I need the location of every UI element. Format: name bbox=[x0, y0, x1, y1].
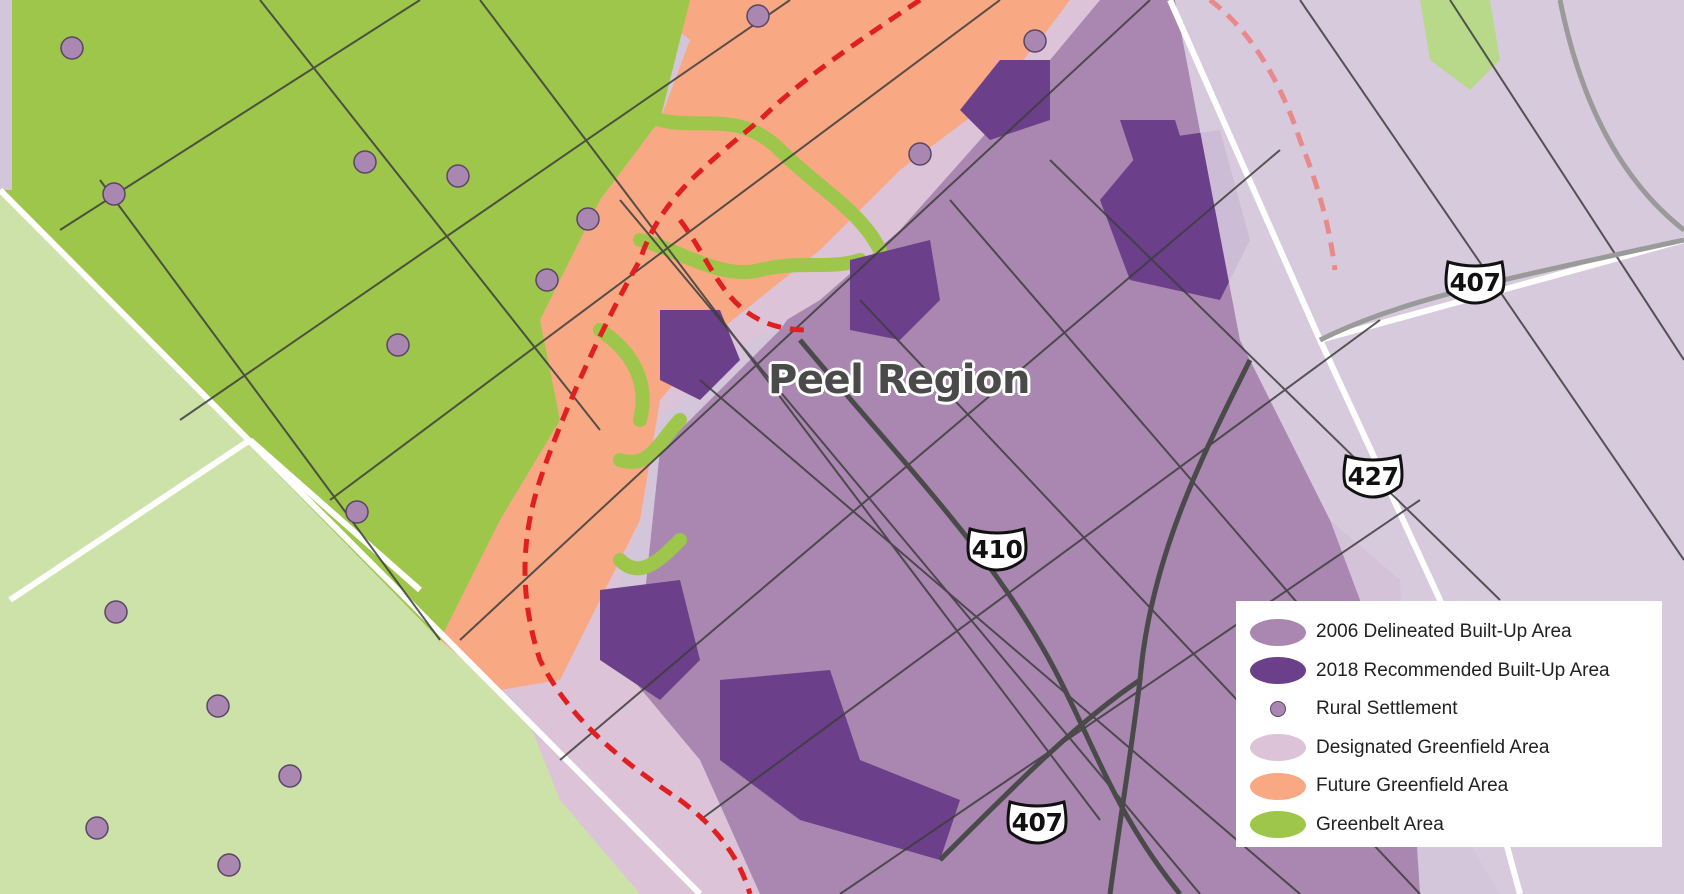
legend-swatch bbox=[1250, 772, 1306, 800]
legend-swatch bbox=[1250, 618, 1306, 646]
designated-greenfield-south bbox=[520, 640, 760, 894]
legend-label: Rural Settlement bbox=[1316, 698, 1458, 720]
highway-shield-427: 427 bbox=[1342, 452, 1404, 504]
greenbelt-area bbox=[0, 0, 690, 640]
future-greenfield-area bbox=[440, 0, 1070, 690]
highway-shield-410: 410 bbox=[966, 525, 1028, 577]
region-label: Peel Region bbox=[768, 357, 1030, 403]
legend-item-greenbelt: Greenbelt Area bbox=[1250, 806, 1648, 845]
road-grid bbox=[59, 0, 1684, 894]
greenbelt-patch-ne bbox=[1420, 0, 1500, 90]
settlement-boundary-dashed bbox=[522, 0, 922, 894]
greenbelt-river-branches bbox=[593, 113, 887, 576]
highway-shield-407-south: 407 bbox=[1006, 798, 1068, 850]
legend-label: 2018 Recommended Built-Up Area bbox=[1316, 659, 1610, 681]
legend-swatch bbox=[1250, 811, 1306, 839]
legend-label: Future Greenfield Area bbox=[1316, 775, 1509, 797]
legend-swatch bbox=[1250, 734, 1306, 762]
highway-shield-label: 410 bbox=[971, 535, 1023, 564]
highway-shield-407-north: 407 bbox=[1444, 258, 1506, 310]
legend-item-future-greenfield: Future Greenfield Area bbox=[1250, 767, 1648, 806]
map-legend: 2006 Delineated Built-Up Area 2018 Recom… bbox=[1236, 601, 1662, 847]
legend-item-built-up-2006: 2006 Delineated Built-Up Area bbox=[1250, 613, 1648, 652]
legend-item-rural-settlement: Rural Settlement bbox=[1250, 690, 1648, 729]
legend-swatch bbox=[1250, 657, 1306, 685]
legend-label: Greenbelt Area bbox=[1316, 813, 1444, 835]
highway-shield-label: 407 bbox=[1011, 808, 1063, 837]
legend-item-designated-greenfield: Designated Greenfield Area bbox=[1250, 729, 1648, 768]
legend-label: 2006 Delineated Built-Up Area bbox=[1316, 621, 1572, 643]
legend-swatch bbox=[1250, 695, 1306, 723]
settlement-boundary-branch bbox=[677, 218, 811, 333]
legend-item-built-up-2018: 2018 Recommended Built-Up Area bbox=[1250, 652, 1648, 691]
highway-shield-label: 407 bbox=[1449, 268, 1501, 297]
highways bbox=[798, 338, 1253, 894]
highway-shield-label: 427 bbox=[1347, 462, 1399, 491]
legend-label: Designated Greenfield Area bbox=[1316, 736, 1550, 758]
rural-settlements bbox=[60, 4, 1047, 877]
settlement-boundary-east bbox=[1208, 0, 1338, 271]
